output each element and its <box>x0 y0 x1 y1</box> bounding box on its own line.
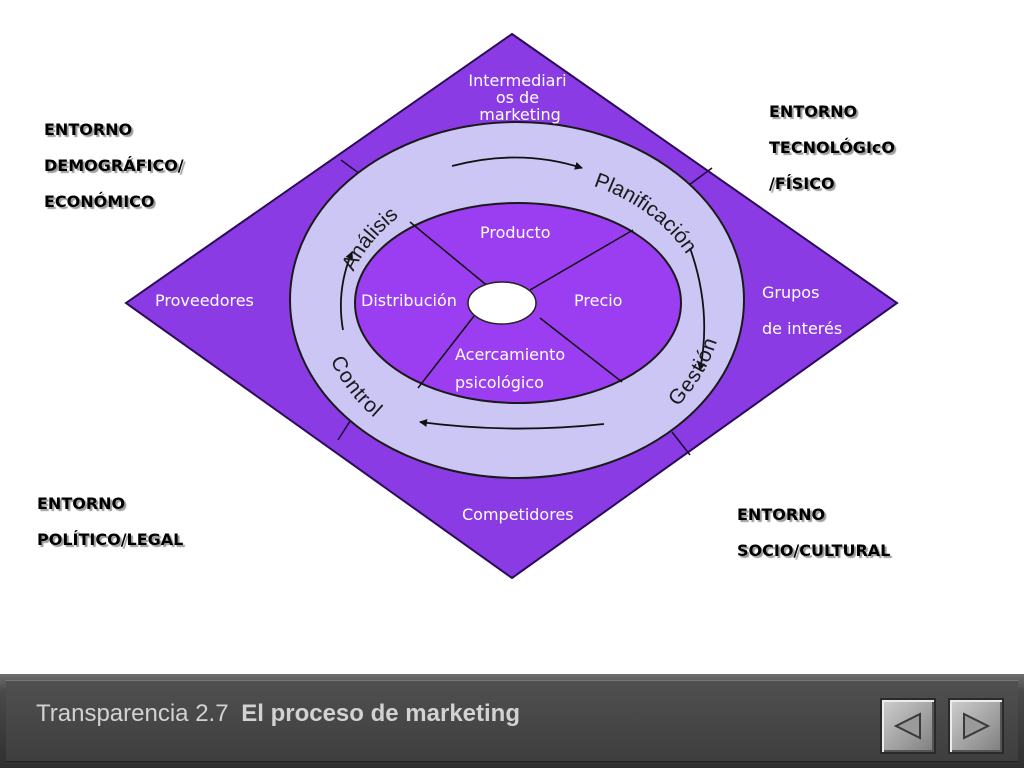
mix-distribucion: Distribución <box>361 291 457 310</box>
arrow-control-to-analysis <box>339 251 353 331</box>
next-slide-button[interactable] <box>948 698 1004 754</box>
slide-title-text: El proceso de marketing <box>241 700 520 727</box>
actor-intermediarios: Intermediari os de marketing <box>468 71 571 124</box>
mix-divider <box>417 315 475 389</box>
diamond-tick <box>671 431 691 456</box>
previous-slide-button[interactable] <box>880 698 936 754</box>
mix-precio: Precio <box>574 291 622 310</box>
mix-acercamiento-psicologico: Acercamiento psicológico <box>455 345 570 392</box>
diamond-tick <box>688 167 713 186</box>
environment-technological-label: ENTORNO TECNOLÓGIcO /FÍSICO <box>769 102 895 193</box>
mix-producto: Producto <box>480 223 551 242</box>
footer-panel: Transparencia 2.7 El proceso de marketin… <box>6 680 1018 762</box>
actor-proveedores: Proveedores <box>155 291 254 310</box>
environment-demographic-label: ENTORNO DEMOGRÁFICO/ ECONÓMICO <box>44 120 184 211</box>
triangle-left-icon <box>893 712 921 740</box>
environment-political-label: ENTORNO POLÍTICO/LEGAL <box>37 494 184 549</box>
arrow-planning-to-management <box>689 247 706 371</box>
diamond-tick <box>337 417 353 441</box>
mix-divider <box>529 229 634 291</box>
slide-footer: Transparencia 2.7 El proceso de marketin… <box>0 674 1024 768</box>
mix-divider <box>539 317 623 383</box>
marketing-process-diagram: Análisis Planificación Control Gestión I… <box>124 32 899 580</box>
actor-grupos-de-interes: Grupos de interés <box>762 283 842 338</box>
arrow-analysis-to-planning <box>451 156 583 170</box>
triangle-right-icon <box>963 712 991 740</box>
slide-number: Transparencia 2.7 <box>36 700 229 727</box>
environment-sociocultural-label: ENTORNO SOCIO/CULTURAL <box>737 505 891 560</box>
arrow-management-to-control <box>419 418 605 430</box>
center-hub <box>467 281 537 325</box>
actor-competidores: Competidores <box>462 505 574 524</box>
slide-title: Transparencia 2.7 El proceso de marketin… <box>36 700 520 728</box>
mix-divider <box>409 221 491 289</box>
